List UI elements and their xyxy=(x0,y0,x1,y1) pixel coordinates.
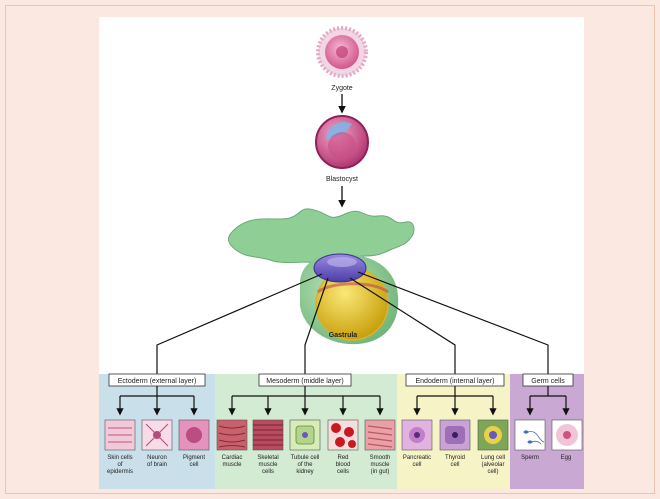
skin-cells-label-3: epidermis xyxy=(107,469,133,475)
thyroid-label-1: Thyroid xyxy=(445,455,465,461)
svg-text:Sperm: Sperm xyxy=(521,455,539,461)
skin-cells-label-2: of xyxy=(117,462,122,468)
smooth-muscle-image xyxy=(364,419,396,451)
pancreatic-label-1: Pancreatic xyxy=(403,455,431,461)
tubule-label-2: of the xyxy=(297,462,313,468)
egg-image xyxy=(551,419,583,451)
svg-text:Egg: Egg xyxy=(561,455,572,461)
pigment-cell-image xyxy=(178,419,210,451)
pigment-label-1: Pigment xyxy=(183,455,205,461)
smooth-label-3: (in gut) xyxy=(371,469,390,475)
zygote-cell xyxy=(316,26,368,78)
skeletal-muscle-image xyxy=(252,419,284,451)
skin-cells-label-1: Skin cells xyxy=(107,455,132,461)
pigment-label-2: cell xyxy=(189,462,198,468)
rbc-label-1: Red xyxy=(337,455,348,461)
tubule-label-1: Tubule cell xyxy=(291,455,320,461)
tubule-label-3: kidney xyxy=(296,469,313,475)
mesoderm-title: Mesoderm (middle layer) xyxy=(266,378,343,385)
rbc-label-2: blood xyxy=(336,462,351,468)
gastrula-connectors xyxy=(156,271,549,374)
pancreatic-cell-image xyxy=(401,419,433,451)
tubule-cell-image xyxy=(289,419,321,451)
sperm-label: Sperm xyxy=(521,455,539,461)
skin-cells-image xyxy=(104,419,136,451)
skeletal-label-3: cells xyxy=(262,469,274,475)
lung-label-1: Lung cell xyxy=(481,455,505,461)
cardiac-muscle-image xyxy=(216,419,248,451)
skeletal-label-1: Skeletal xyxy=(257,455,278,461)
ectoderm-title: Ectoderm (external layer) xyxy=(118,378,197,385)
egg-label: Egg xyxy=(561,455,572,461)
red-blood-cells-image xyxy=(327,419,359,451)
sperm-image xyxy=(514,419,546,451)
neuron-label-2: of brain xyxy=(147,462,167,468)
lung-label-2: (alveolar xyxy=(481,462,504,468)
neuron-image xyxy=(141,419,173,451)
layer-branches xyxy=(116,386,570,416)
blastocyst-label: Blastocyst xyxy=(326,176,358,183)
zygote-label: Zygote xyxy=(331,85,353,92)
neuron-label-1: Neuron xyxy=(147,455,167,461)
smooth-label-2: muscle xyxy=(370,462,390,468)
endoderm-title: Endoderm (internal layer) xyxy=(416,378,495,385)
cell-thumbnails xyxy=(104,419,583,451)
skeletal-label-2: muscle xyxy=(258,462,278,468)
smooth-label-1: Smooth xyxy=(370,455,391,461)
cardiac-label-2: muscle xyxy=(222,462,242,468)
thyroid-cell-image xyxy=(439,419,471,451)
thyroid-label-2: cell xyxy=(450,462,459,468)
germ-cells-title: Germ cells xyxy=(531,378,565,385)
rbc-label-3: cells xyxy=(337,469,349,475)
gastrula-embryo xyxy=(228,208,415,345)
lung-cell-image xyxy=(477,419,509,451)
pancreatic-label-2: cell xyxy=(412,462,421,468)
gastrula-label: Gastrula xyxy=(329,332,358,339)
lung-label-3: cell) xyxy=(487,469,498,475)
blastocyst-cell xyxy=(315,115,369,169)
cardiac-label-1: Cardiac xyxy=(222,455,243,461)
